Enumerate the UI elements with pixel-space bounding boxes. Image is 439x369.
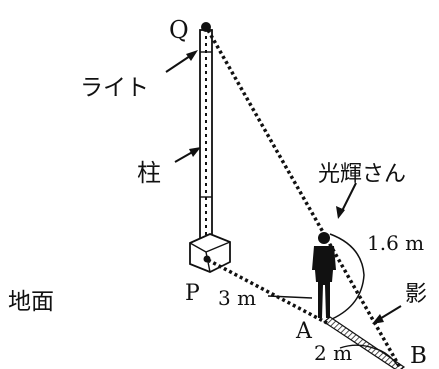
label-ground: 地面 — [8, 289, 54, 315]
arrow-light — [165, 50, 198, 73]
ground-line-pa — [207, 258, 328, 325]
arrow-person — [336, 182, 357, 219]
label-light: ライト — [80, 75, 149, 101]
pole-base — [189, 233, 231, 273]
light-ray-qb — [206, 29, 403, 369]
label-dist-ab: 2 m — [314, 341, 352, 365]
label-dist-pa: 3 m — [218, 286, 256, 310]
height-bracket — [329, 233, 365, 320]
label-point-b: B — [410, 343, 427, 369]
person-body — [312, 246, 336, 318]
base-outline — [189, 233, 231, 273]
label-height: 1.6 m — [367, 231, 424, 255]
label-pole: 柱 — [137, 159, 161, 187]
label-point-q: Q — [169, 16, 189, 44]
label-shadow: 影 — [405, 282, 427, 307]
leader-pa — [267, 295, 313, 299]
arrow-pole — [174, 147, 201, 163]
label-point-a: A — [295, 319, 313, 344]
shadow — [322, 316, 406, 369]
leader-ab — [339, 344, 399, 367]
label-person: 光輝さん — [318, 162, 406, 187]
pole — [199, 29, 213, 253]
label-point-p: P — [185, 281, 200, 306]
point-q-dot — [201, 22, 211, 32]
person-head — [318, 232, 330, 244]
arrow-shadow — [372, 305, 402, 324]
person — [312, 232, 336, 318]
